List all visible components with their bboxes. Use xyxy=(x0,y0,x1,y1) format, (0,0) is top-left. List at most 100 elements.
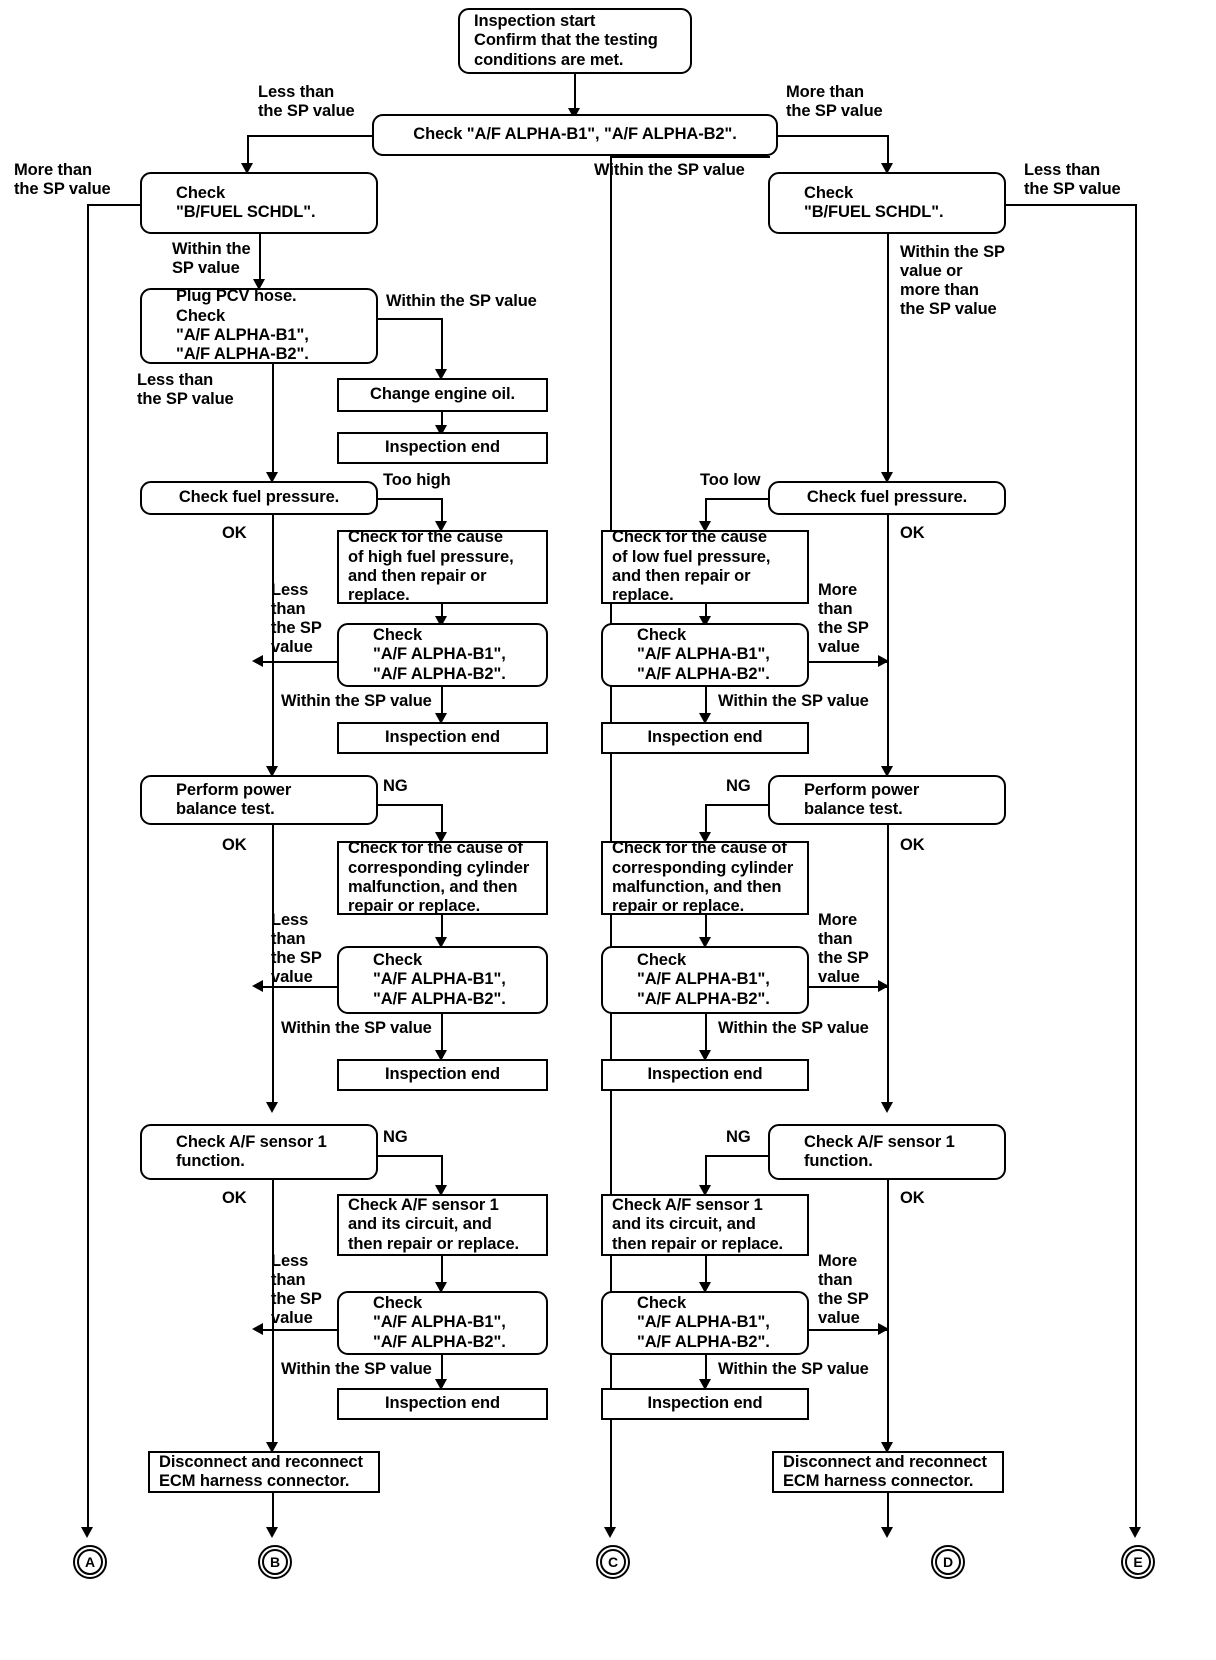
arrow-alphafp-left-down xyxy=(435,713,447,724)
edge-cyl-right-to-alpha xyxy=(705,915,707,941)
node-inspection-end-4: Inspection end xyxy=(337,1059,548,1091)
node-alpha-fp-left: Check"A/F ALPHA-B1","A/F ALPHA-B2". xyxy=(337,623,548,687)
label-within-sp-center: Within the SP value xyxy=(594,161,745,179)
node-inspection-end-5: Inspection end xyxy=(601,1059,809,1091)
edge-afs-right-v xyxy=(705,1155,707,1189)
edge-alphaafs-right-out-h xyxy=(809,1329,889,1331)
label-ok-fp-right: OK xyxy=(900,524,925,542)
edge-trunk-left-afs xyxy=(272,1180,274,1446)
node-alpha-pb-left-text: Check"A/F ALPHA-B1","A/F ALPHA-B2". xyxy=(373,950,506,1008)
label-ng-pb-left: NG xyxy=(383,777,408,795)
arrow-fp-to-cause-low xyxy=(699,521,711,532)
terminal-b-label: B xyxy=(262,1549,288,1575)
node-alpha-afs-right-text: Check"A/F ALPHA-B1","A/F ALPHA-B2". xyxy=(637,1293,770,1351)
edge-trunk-right-pb xyxy=(887,825,889,1106)
node-plug-pcv: Plug PCV hose.Check"A/F ALPHA-B1","A/F A… xyxy=(140,287,378,364)
node-plug-pcv-text: Plug PCV hose.Check"A/F ALPHA-B1","A/F A… xyxy=(176,287,309,364)
arrow-ecm-left-to-b xyxy=(266,1527,278,1538)
edge-causelow-to-alpha xyxy=(705,604,707,620)
edge-alphafp-left-down xyxy=(441,687,443,716)
node-inspection-end-2-text: Inspection end xyxy=(384,728,501,747)
edge-pcv-right-h xyxy=(378,318,441,320)
arrow-alphaafs-right-down xyxy=(699,1379,711,1390)
arrow-oil-to-end1 xyxy=(435,425,447,436)
edge-alphapb-left-down xyxy=(441,1014,443,1058)
edge-oil-to-end1 xyxy=(441,412,443,429)
label-ng-afs-right: NG xyxy=(726,1128,751,1146)
node-fuel-pressure-left: Check fuel pressure. xyxy=(140,481,378,515)
node-fuel-pressure-right-text: Check fuel pressure. xyxy=(806,488,968,507)
edge-pb-right-v xyxy=(705,804,707,836)
node-alpha-pb-left: Check"A/F ALPHA-B1","A/F ALPHA-B2". xyxy=(337,946,548,1014)
label-within-sp-pb-left: Within the SP value xyxy=(281,1019,432,1037)
edge-trunk-left-pb xyxy=(272,825,274,1106)
edge-trunk-left-fp xyxy=(272,515,274,770)
arrow-pb-to-cyl-right xyxy=(699,832,711,843)
arrow-bfuel-to-pcv xyxy=(253,279,265,290)
edge-bfuel-right-out-h xyxy=(1004,204,1137,206)
node-check-alpha-main-text: Check "A/F ALPHA-B1", "A/F ALPHA-B2". xyxy=(413,125,737,144)
edge-trunk-right-afs xyxy=(887,1180,889,1446)
label-ng-afs-left: NG xyxy=(383,1128,408,1146)
node-change-engine-oil-text: Change engine oil. xyxy=(370,385,515,404)
edge-fp-left-h xyxy=(378,498,441,500)
edge-pcv-to-fuelpress xyxy=(272,364,274,475)
edge-fp-left-v xyxy=(441,498,443,524)
edge-afs-left-h xyxy=(378,1155,441,1157)
edge-cyl-left-to-alpha xyxy=(441,915,443,941)
edge-afscirc-right-to-alpha xyxy=(705,1256,707,1286)
arrow-alphapb-left-back xyxy=(252,980,263,992)
edge-fp-right-h xyxy=(705,498,770,500)
edge-alphaafs-left-down xyxy=(441,1355,443,1387)
label-ok-fp-left: OK xyxy=(222,524,247,542)
node-inspection-end-7-text: Inspection end xyxy=(647,1394,763,1413)
arrow-alphaafs-left-down xyxy=(435,1379,447,1390)
label-within-sp-pcv: Within the SP value xyxy=(386,292,537,310)
node-alpha-afs-left: Check"A/F ALPHA-B1","A/F ALPHA-B2". xyxy=(337,1291,548,1355)
edge-ecm-right-to-d xyxy=(887,1493,889,1530)
arrow-alphaafs-right-out xyxy=(878,1323,889,1335)
arrow-trunk-c xyxy=(604,1527,616,1538)
edge-alphafp-right-out-h xyxy=(809,661,889,663)
terminal-e-label: E xyxy=(1125,1549,1151,1575)
arrow-bfuel-right-to-fp xyxy=(881,472,893,483)
terminal-d-label: D xyxy=(935,1549,961,1575)
edge-pb-left-v xyxy=(441,804,443,836)
arrow-main-to-bfuel-left xyxy=(241,163,253,174)
edge-afscirc-left-to-alpha xyxy=(441,1256,443,1286)
arrow-alphapb-right-out xyxy=(878,980,889,992)
edge-pb-right-h xyxy=(705,804,770,806)
arrow-afscirc-right-to-alpha xyxy=(699,1282,711,1293)
arrow-cyl-left-to-alpha xyxy=(435,937,447,948)
edge-alphapb-left-back-h xyxy=(259,986,339,988)
arrow-trunk-left-to-ecm xyxy=(266,1442,278,1453)
label-ok-afs-right: OK xyxy=(900,1189,925,1207)
node-inspection-end-7: Inspection end xyxy=(601,1388,809,1420)
edge-trunk-right-fp xyxy=(887,515,889,770)
edge-trunk-e xyxy=(1135,204,1137,1530)
terminal-d: D xyxy=(931,1545,965,1579)
node-alpha-afs-left-text: Check"A/F ALPHA-B1","A/F ALPHA-B2". xyxy=(373,1293,506,1351)
